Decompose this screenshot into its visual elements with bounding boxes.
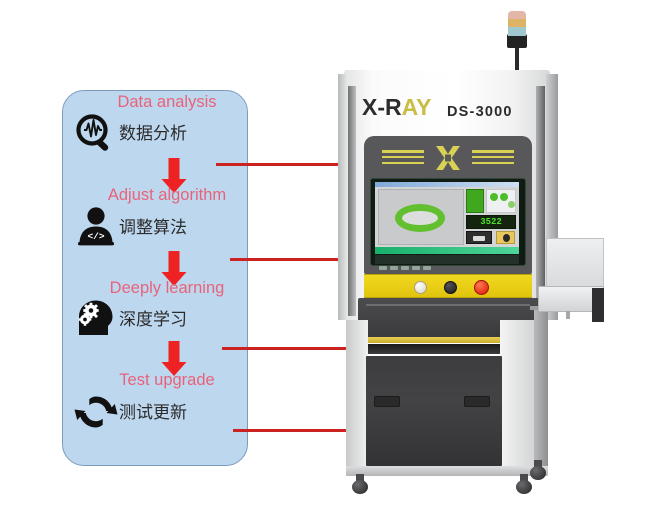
screen-taskbar — [375, 247, 519, 254]
brand-text-xr: X-R — [362, 94, 402, 120]
caster-wheel-rear — [530, 460, 546, 480]
brand-text-ay: AY — [401, 94, 432, 120]
workflow-step-2-title-en: Adjust algorithm — [107, 186, 227, 204]
machine-lower-frame-left — [346, 320, 368, 468]
developer-laptop-icon: </> — [73, 204, 119, 250]
signal-tower-housing — [507, 34, 527, 48]
workflow-step-1-title-cn: 数据分析 — [119, 124, 187, 143]
machine-logo-band — [374, 144, 522, 174]
x-logo-icon — [434, 144, 462, 172]
power-button-black[interactable] — [444, 281, 457, 294]
screen-green-bar — [466, 189, 484, 213]
workflow-step-2[interactable]: </> Adjust algorithm 调整算法 — [63, 186, 249, 258]
monitor-screen: 3522 — [375, 182, 519, 254]
signal-tower-red-lamp — [508, 11, 526, 20]
workflow-step-3[interactable]: Deeply learning 深度学习 — [63, 279, 249, 349]
logo-stripes-left — [382, 150, 424, 166]
machine-model-label: DS-3000 — [447, 104, 513, 120]
workflow-step-1[interactable]: Data analysis 数据分析 — [63, 91, 249, 163]
workflow-step-4[interactable]: Test upgrade 测试更新 — [63, 371, 249, 443]
caster-wheel-right — [516, 474, 532, 494]
workflow-step-4-title-en: Test upgrade — [119, 371, 215, 389]
workflow-step-2-title-cn: 调整算法 — [119, 218, 187, 237]
machine-monitor[interactable]: 3522 — [370, 178, 526, 270]
monitor-buttons[interactable] — [379, 257, 459, 270]
screen-inspection-view — [378, 189, 464, 245]
cabinet-handle-right[interactable] — [464, 396, 490, 407]
leader-line-3 — [222, 347, 418, 350]
screen-numeric-readout: 3522 — [466, 215, 516, 229]
machine-conveyor-slot — [360, 344, 538, 354]
magnifier-waveform-icon — [73, 111, 119, 157]
refresh-cycle-icon — [73, 389, 119, 435]
workflow-step-4-title-cn: 测试更新 — [119, 403, 187, 422]
svg-text:</>: </> — [87, 231, 104, 242]
green-ring-scan-object — [395, 204, 445, 232]
workflow-panel: Data analysis 数据分析 </> Adjust al — [62, 90, 248, 466]
xray-machine: X-RAY DS-3000 — [330, 8, 640, 498]
machine-base-bar — [346, 466, 548, 476]
screen-thumbnail-view — [466, 231, 492, 244]
logo-stripes-right — [472, 150, 514, 166]
flow-arrow-3-to-4 — [159, 341, 189, 377]
head-gears-icon — [73, 295, 119, 341]
signal-tower-green-lamp — [508, 27, 526, 36]
machine-rear-frame — [534, 308, 548, 468]
machine-lower-frame-right — [500, 320, 536, 468]
caster-wheel-left — [352, 474, 368, 494]
monitor-bezel — [375, 255, 519, 264]
workflow-step-3-title-cn: 深度学习 — [119, 310, 187, 329]
emergency-stop-red[interactable] — [474, 280, 489, 295]
cabinet-handle-left[interactable] — [374, 396, 400, 407]
machine-brand-label: X-RAY — [362, 94, 431, 121]
machine-tunnel-seam — [366, 304, 530, 306]
leader-line-1 — [216, 163, 418, 166]
signal-tower-amber-lamp — [508, 19, 526, 28]
indicator-lamp-white[interactable] — [414, 281, 427, 294]
workflow-step-3-title-en: Deeply learning — [109, 279, 225, 297]
machine-rear-dark-panel — [592, 288, 604, 322]
workflow-step-1-title-en: Data analysis — [117, 93, 217, 111]
machine-control-panel[interactable] — [364, 274, 532, 298]
flow-arrow-1-to-2 — [159, 158, 189, 194]
machine-left-pillar — [348, 86, 356, 316]
output-tray-leg — [566, 311, 570, 319]
screen-status-dot-2 — [500, 193, 508, 201]
screen-titlebar — [375, 182, 519, 187]
screen-radiation-badge — [496, 231, 515, 244]
screen-status-dot-1 — [490, 193, 498, 201]
machine-right-pillar — [536, 86, 545, 316]
machine-lower-cabinet[interactable] — [366, 356, 502, 466]
screen-status-panel — [486, 189, 516, 213]
machine-left-edge — [338, 74, 348, 320]
leader-line-2 — [230, 258, 420, 261]
flow-arrow-2-to-3 — [159, 251, 189, 287]
leader-line-4 — [233, 429, 416, 432]
screen-side-panels: 3522 — [466, 189, 516, 245]
machine-yellow-trim — [360, 337, 536, 343]
screen-status-dot-3 — [508, 201, 515, 208]
